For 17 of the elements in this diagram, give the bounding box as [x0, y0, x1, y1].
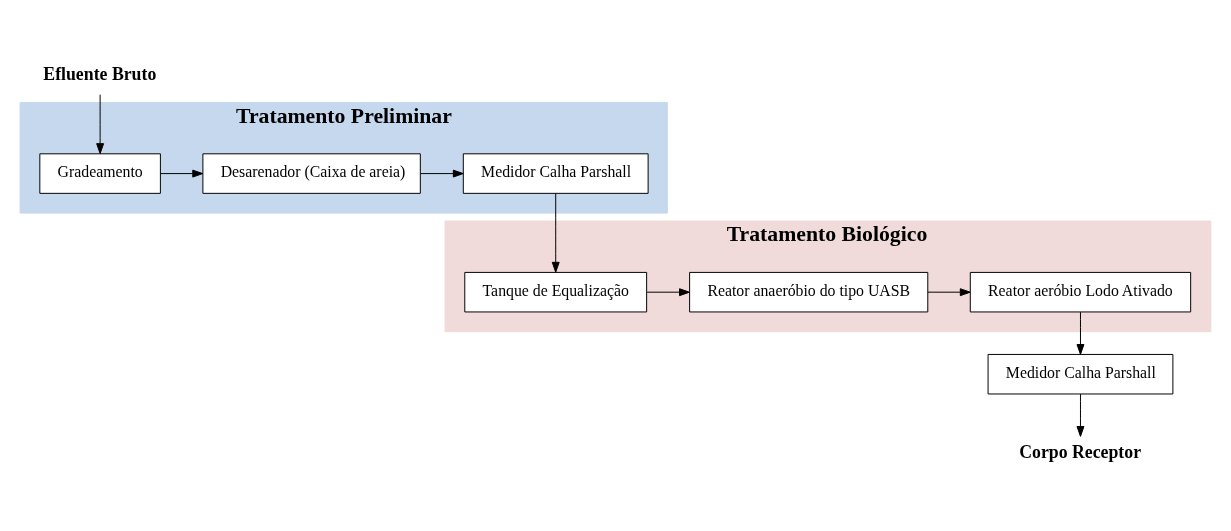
arrow	[96, 94, 105, 154]
node-text: Efluente Bruto	[43, 64, 157, 85]
node-box: Reator anaeróbio do tipo UASB	[689, 271, 929, 313]
node-text: Corpo Receptor	[1019, 441, 1142, 462]
arrow	[420, 169, 464, 178]
node-box: Gradeamento	[39, 153, 161, 194]
node-box: Desarenador (Caixa de areia)	[202, 153, 421, 194]
arrow	[1076, 393, 1085, 437]
node-box: Medidor Calha Parshall	[987, 353, 1174, 395]
arrow	[159, 169, 204, 178]
arrow	[646, 288, 690, 297]
arrow	[551, 193, 560, 273]
node-box: Medidor Calha Parshall	[462, 153, 649, 194]
arrow	[927, 288, 971, 297]
node-box: Reator aeróbio Lodo Ativado	[969, 271, 1192, 313]
arrow	[1076, 311, 1085, 355]
node-box: Tanque de Equalização	[464, 271, 648, 313]
